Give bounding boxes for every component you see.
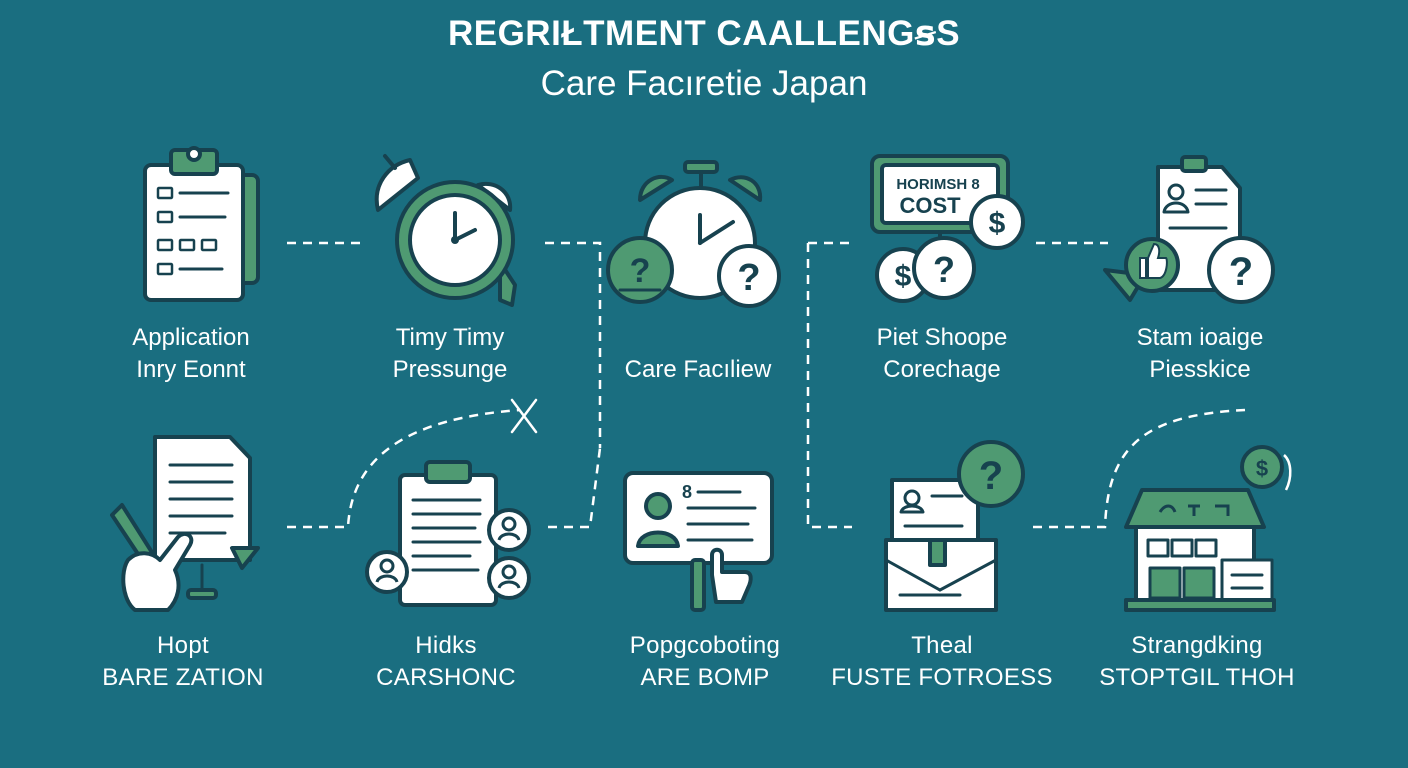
- cost-sign-coins-icon: HORIMSΗ 8 COST $ $ ?: [870, 154, 1025, 303]
- label-piet-shoope: Piet Shoope Corechage: [876, 324, 1008, 383]
- label-hopt: Hopt BARE ZATION: [102, 632, 264, 691]
- page-subtitle: Care Facıretie Japan: [540, 64, 868, 103]
- cost-sign-line2: COST: [899, 193, 961, 218]
- document-box-question-icon: ?: [884, 440, 1025, 612]
- page-title: REGRIŁTMENT CAALLENGꞩS: [447, 14, 961, 53]
- label-application: Application Inry Eonnt: [132, 324, 250, 383]
- label-theal: Theal FUSTE FOTROESS: [831, 632, 1053, 691]
- label-timy-pressure: Timy Timy Pressunge: [392, 324, 508, 383]
- cost-sign-line1: HORIMSΗ 8: [896, 176, 979, 193]
- stopwatch-question-icon: ? ?: [606, 160, 781, 308]
- alarm-clock-icon: [374, 154, 517, 307]
- svg-text:?: ?: [1229, 250, 1253, 294]
- svg-text:?: ?: [630, 252, 651, 290]
- svg-text:?: ?: [933, 249, 955, 290]
- card-mark: 8: [682, 482, 692, 502]
- svg-text:$: $: [989, 207, 1006, 240]
- profile-card-hand-icon: 8: [623, 471, 774, 612]
- hand-signing-document-icon: [110, 435, 260, 612]
- label-care-facility: Care Facıliew: [624, 356, 772, 383]
- clipboard-candidates-icon: [365, 460, 531, 607]
- label-hidks: Hidks CARSHONC: [376, 632, 516, 691]
- svg-text:?: ?: [737, 257, 760, 299]
- svg-text:?: ?: [979, 454, 1003, 498]
- svg-text:$: $: [1256, 456, 1268, 481]
- label-strangdking: Strangdking STOPTGIL THOH: [1099, 632, 1295, 691]
- care-facility-building-icon: $: [1124, 445, 1292, 612]
- svg-text:$: $: [895, 260, 912, 293]
- label-popgcoboting: Popgcoboting ARE BOMP: [629, 632, 781, 691]
- label-stam-ioaige: Stam ioaige Piesskice: [1136, 324, 1264, 383]
- connector-lines: [287, 241, 1246, 529]
- x-mark-icon: [510, 398, 538, 434]
- document-thumbs-up-icon: ?: [1103, 155, 1275, 304]
- clipboard-checklist-icon: [143, 146, 260, 302]
